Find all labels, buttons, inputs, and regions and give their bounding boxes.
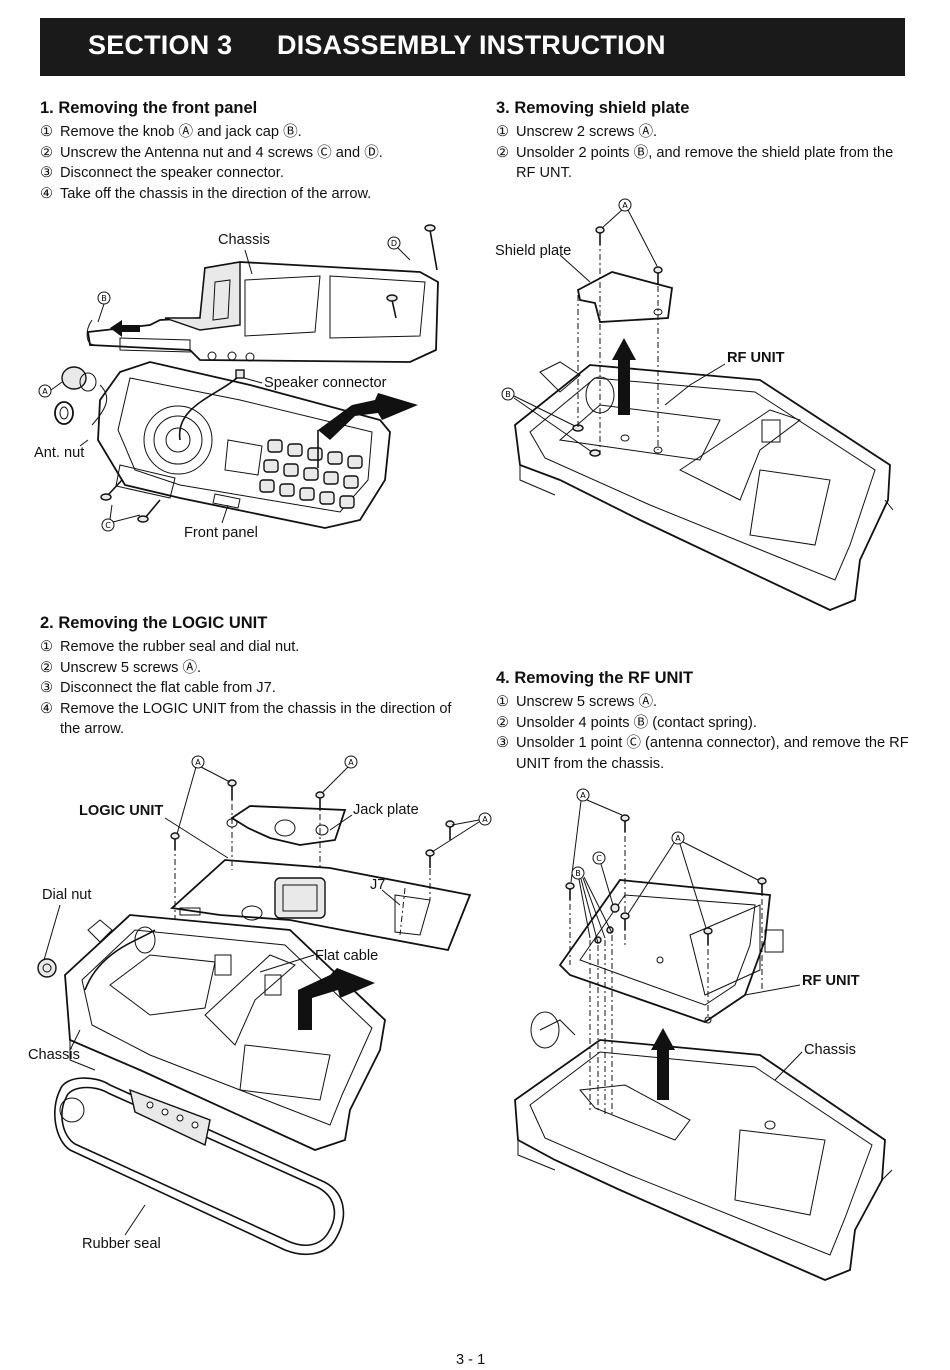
section-number: SECTION 3 bbox=[88, 30, 233, 60]
label-chassis: Chassis bbox=[804, 1042, 856, 1058]
svg-text:A: A bbox=[482, 815, 488, 824]
section-heading: 4. Removing the RF UNIT bbox=[496, 669, 694, 687]
section-heading: 2. Removing the LOGIC UNIT bbox=[40, 614, 268, 632]
label-speaker-connector: Speaker connector bbox=[264, 375, 387, 391]
label-rf-unit: RF UNIT bbox=[727, 350, 785, 366]
label-logic-unit: LOGIC UNIT bbox=[79, 803, 164, 819]
svg-text:A: A bbox=[348, 758, 354, 767]
front-panel-drawing bbox=[97, 361, 418, 529]
svg-text:A: A bbox=[675, 834, 681, 843]
callout-d-icon: D bbox=[387, 236, 401, 250]
rubber-seal-drawing bbox=[54, 1077, 345, 1256]
label-flat-cable: Flat cable bbox=[315, 948, 379, 964]
chassis-drawing bbox=[64, 914, 386, 1151]
callout-b-icon: B bbox=[501, 387, 515, 401]
chassis-drawing bbox=[514, 1011, 893, 1281]
callout-a-icon: A bbox=[618, 198, 632, 212]
label-front-panel: Front panel bbox=[184, 525, 258, 541]
svg-text:A: A bbox=[622, 201, 628, 210]
label-jack-plate: Jack plate bbox=[353, 802, 419, 818]
svg-text:B: B bbox=[101, 294, 107, 303]
keypad bbox=[259, 439, 363, 509]
callout-a-icon: A bbox=[38, 384, 52, 398]
svg-text:B: B bbox=[505, 390, 511, 399]
callout-a-icon: A bbox=[344, 755, 358, 769]
section-title: DISASSEMBLY INSTRUCTION bbox=[277, 30, 666, 60]
svg-text:B: B bbox=[575, 869, 581, 878]
svg-text:A: A bbox=[195, 758, 201, 767]
callout-a-icon: A bbox=[478, 812, 492, 826]
screws-drawing bbox=[565, 814, 767, 945]
svg-text:C: C bbox=[105, 521, 111, 530]
callout-c-icon: C bbox=[592, 851, 606, 865]
label-shield-plate: Shield plate bbox=[495, 243, 572, 259]
callout-c-icon: C bbox=[101, 518, 115, 532]
label-ant-nut: Ant. nut bbox=[34, 445, 85, 461]
section-heading: 3. Removing shield plate bbox=[496, 99, 690, 117]
knob-and-nut bbox=[54, 366, 108, 426]
dial-nut-drawing bbox=[37, 958, 57, 978]
label-chassis: Chassis bbox=[28, 1047, 80, 1063]
screws-drawing bbox=[100, 224, 438, 523]
rf-unit-board-drawing bbox=[558, 879, 784, 1024]
callout-a-icon: A bbox=[191, 755, 205, 769]
svg-text:C: C bbox=[596, 854, 602, 863]
section-header-bar: SECTION 3 DISASSEMBLY INSTRUCTION bbox=[40, 18, 905, 76]
label-dial-nut: Dial nut bbox=[42, 887, 92, 903]
callout-a-icon: A bbox=[576, 788, 590, 802]
svg-text:D: D bbox=[391, 239, 397, 248]
page-number: 3 - 1 bbox=[456, 1352, 486, 1368]
screws-drawing bbox=[595, 226, 663, 285]
callout-a-icon: A bbox=[671, 831, 685, 845]
logic-unit-board-drawing bbox=[169, 859, 472, 952]
callout-b-icon: B bbox=[571, 866, 585, 880]
svg-text:A: A bbox=[42, 387, 48, 396]
label-rf-unit: RF UNIT bbox=[802, 973, 860, 989]
radio-body-drawing bbox=[514, 361, 894, 611]
section-heading: 1. Removing the front panel bbox=[40, 99, 258, 117]
label-rubber-seal: Rubber seal bbox=[82, 1236, 161, 1252]
jack-plate-drawing bbox=[226, 805, 347, 846]
svg-text:A: A bbox=[580, 791, 586, 800]
label-j7: J7 bbox=[370, 877, 386, 893]
label-chassis: Chassis bbox=[218, 232, 270, 248]
chassis-drawing bbox=[86, 261, 439, 363]
